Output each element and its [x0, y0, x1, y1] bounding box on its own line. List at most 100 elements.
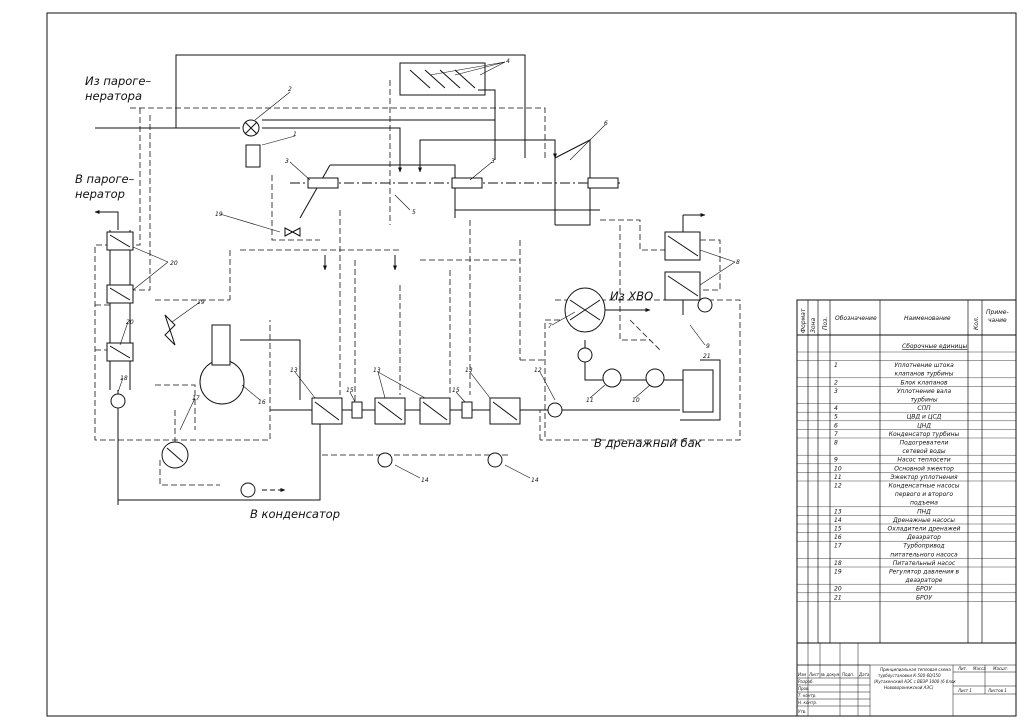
label-from-hvo: Из ХВО [610, 289, 653, 303]
valve-stem-seal [245, 144, 261, 168]
spec-section-title: Сборочные единицы [902, 343, 967, 350]
label-to-steam-generator-2: нератор [75, 187, 125, 201]
condensate-pump-2 [577, 347, 593, 363]
pos-17: 17 [192, 395, 200, 402]
spec-row-name: турбины [910, 397, 937, 404]
spec-row-pos: 16 [834, 534, 842, 541]
spec-header-pos: Поз. [822, 317, 829, 330]
spec-row-pos: 19 [834, 569, 842, 576]
main-piping [95, 54, 721, 505]
drain-pump-1 [377, 452, 393, 468]
tb-role-approved: Утв. [798, 709, 806, 714]
spec-row-name: Конденсатор турбины [889, 431, 960, 438]
deaerator-column [211, 324, 231, 366]
spec-row-name: Питательный насос [893, 560, 956, 567]
spec-row-pos: 3 [834, 388, 838, 395]
spec-row-name: Турбопривод [903, 543, 944, 550]
label-to-condenser: В конденсатор [250, 507, 340, 521]
tb-role-norm-control: Н. контр. [798, 700, 817, 705]
spec-row-pos: 10 [834, 465, 842, 472]
tb-role-checker: Пров. [798, 686, 810, 691]
label-from-steam-generator-2: нератора [85, 89, 142, 103]
flow-arrows [94, 145, 706, 492]
position-numbers: 1 2 3 3 4 5 6 7 8 9 10 11 12 13 13 13 14… [120, 58, 740, 484]
pos-14-b: 14 [531, 477, 539, 484]
tb-role-tech-control: Т. контр. [798, 693, 817, 698]
spec-row-name: СПП [917, 405, 931, 412]
drain-pump-2 [487, 452, 503, 468]
pos-9: 9 [706, 343, 710, 350]
spec-row-name: Дренажные насосы [892, 517, 955, 524]
spec-row-pos: 13 [834, 508, 842, 515]
spec-row-name: Блок клапанов [900, 379, 947, 386]
tb-scale: Масшт. [993, 666, 1008, 671]
tb-col-sign: Подп. [842, 672, 854, 677]
pos-11: 11 [586, 397, 594, 404]
pos-10: 10 [632, 397, 640, 404]
spec-row-pos: 5 [834, 414, 838, 421]
tb-col-izm: Изм [798, 672, 806, 677]
pos-21: 21 [703, 353, 711, 360]
title-block: Изм Лист № докум. Подп. Дата Разраб. Про… [796, 642, 1017, 717]
pos-19-left: 19 [197, 299, 205, 306]
tb-doc-title-4: Нововоронежской АЭС) [884, 685, 934, 690]
seal-ejector [602, 368, 622, 388]
spec-row-name: ЦНД [917, 422, 931, 429]
spec-row-name: Эжектор уплотнения [889, 474, 958, 481]
spec-row-pos: 9 [834, 457, 838, 464]
condenser-outflow-pump [240, 482, 256, 498]
spec-row-name: деаэраторе [905, 577, 943, 584]
spec-row-name: БРОУ [916, 594, 932, 601]
spec-row-pos: 4 [834, 405, 838, 412]
shaft-seal-right [451, 177, 483, 189]
spec-row-name: Подогреватели [900, 440, 949, 447]
pos-15-b: 15 [452, 387, 460, 394]
spec-row-name: ЦВД и ЦСД [907, 414, 942, 421]
spec-row-name: Уплотнение штока [894, 362, 954, 369]
tb-col-list: Лист [808, 672, 820, 677]
pos-1: 1 [293, 131, 297, 138]
tb-sheets: Листов 1 [987, 688, 1007, 693]
spec-header-designation: Обозначение [835, 315, 877, 322]
pos-3-right: 3 [491, 158, 495, 165]
brou-21 [682, 369, 714, 413]
drain-cooler-1 [351, 401, 363, 419]
spec-header-note-1: Приме- [986, 309, 1009, 316]
pos-12: 12 [534, 367, 542, 374]
tb-role-developer: Разраб. [798, 679, 814, 684]
spec-row-pos: 17 [834, 543, 842, 550]
main-ejector [645, 368, 665, 388]
spec-row-pos: 8 [834, 440, 838, 447]
spec-row-pos: 18 [834, 560, 842, 567]
pos-13-a: 13 [290, 367, 298, 374]
pos-20-a: 20 [170, 260, 178, 267]
spec-row-name: питательного насоса [890, 551, 958, 558]
pos-16: 16 [258, 399, 266, 406]
pos-20-b: 20 [126, 319, 134, 326]
spec-row-name: подъема [910, 500, 938, 507]
spec-row-name: Насос теплосети [897, 457, 950, 464]
shaft-seal-left [307, 177, 339, 189]
spec-row-name: Основной эжектор [894, 465, 954, 472]
drain-cooler-2 [461, 401, 473, 419]
extraction-piping [94, 80, 741, 486]
pos-15-a: 15 [346, 387, 354, 394]
tb-col-doc: № докум. [820, 672, 841, 677]
spec-row-name: сетевой воды [902, 448, 946, 455]
label-to-steam-generator: В пароге– [75, 172, 135, 186]
spec-row-pos: 11 [834, 474, 842, 481]
spec-header-note-2: чание [988, 317, 1007, 324]
spec-row-pos: 1 [834, 362, 838, 369]
tb-lit: Лит. [957, 666, 967, 671]
pos-6: 6 [604, 120, 608, 127]
spec-row-name: Охладители дренажей [888, 526, 961, 533]
spec-row-name: Уплотнение вала [897, 388, 952, 395]
pos-18: 18 [120, 375, 128, 382]
leader-lines [117, 61, 736, 479]
spec-row-name: клапанов турбины [895, 371, 954, 378]
spec-row-name: Конденсатные насосы [889, 483, 960, 490]
spec-row-pos: 12 [834, 483, 842, 490]
pos-8: 8 [736, 259, 740, 266]
tb-mass: Масса [973, 666, 986, 671]
